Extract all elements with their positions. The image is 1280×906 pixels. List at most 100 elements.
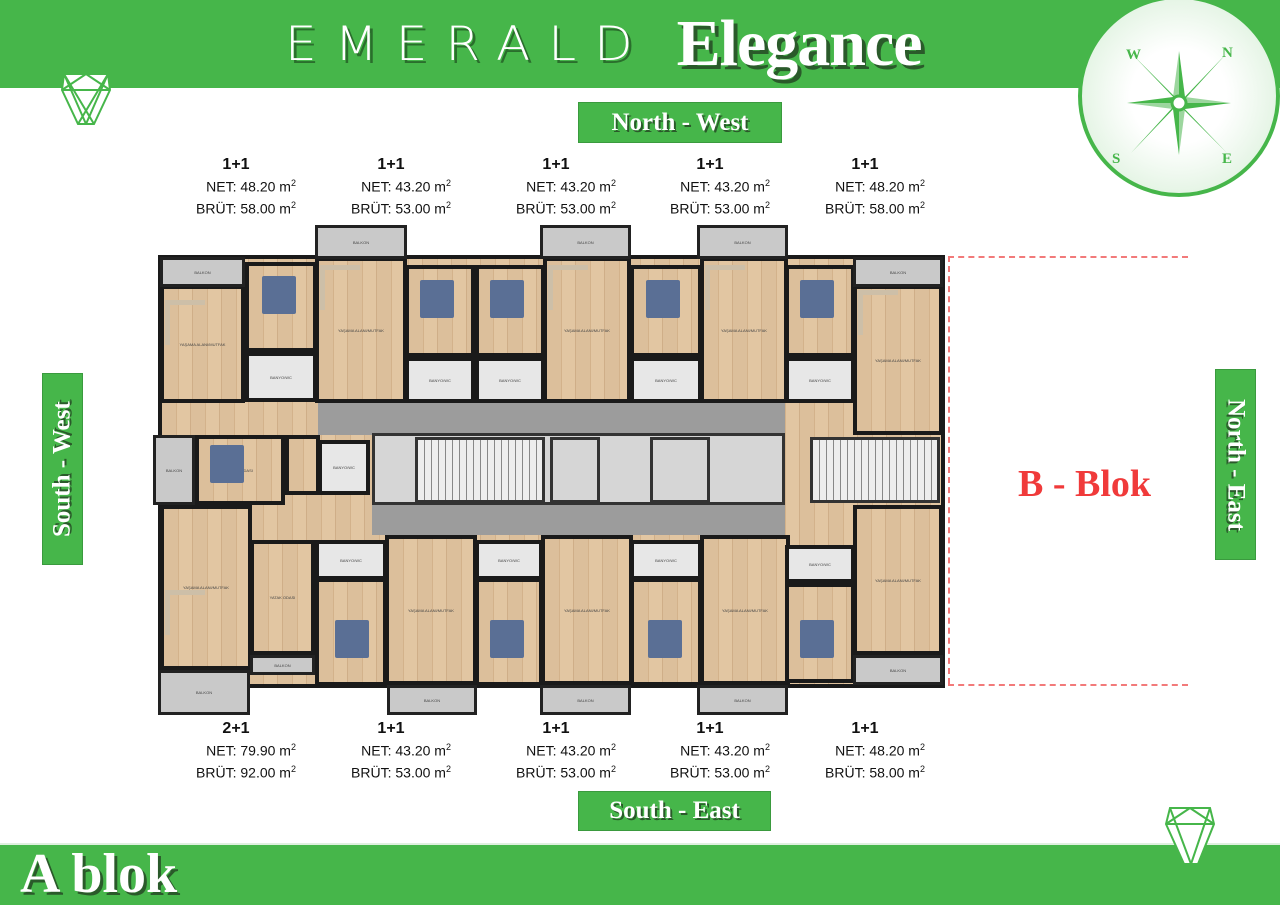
- room-balcony: BALKON: [697, 225, 788, 259]
- room-label: BANYO/WC: [809, 377, 831, 383]
- unit-type: 1+1: [377, 156, 405, 173]
- unit-net: NET: 43.20 m: [680, 178, 765, 195]
- room-label: YATAK ODASI: [807, 630, 833, 636]
- unit-net: NET: 43.20 m: [680, 742, 765, 759]
- room-label: YAŞAMA ALANI/MUTFAK: [183, 585, 229, 590]
- room-bedroom: YATAK ODASI: [475, 578, 543, 686]
- unit-label-bottom-3: 1+1 NET: 43.20 m2 BRÜT: 53.00 m2: [466, 720, 616, 781]
- bed-icon: [262, 276, 296, 314]
- room-label: BANYO/WC: [340, 557, 362, 563]
- unit-brut: BRÜT: 53.00 m: [670, 200, 765, 217]
- unit-label-top-1: 1+1 NET: 48.20 m2 BRÜT: 58.00 m2: [146, 156, 296, 217]
- unit-label-bottom-2: 1+1 NET: 43.20 m2 BRÜT: 53.00 m2: [301, 720, 451, 781]
- room-balcony: BALKON: [160, 257, 245, 287]
- room-label: BANYO/WC: [809, 561, 831, 567]
- room-label: YATAK ODASI: [427, 308, 453, 314]
- unit-net: NET: 43.20 m: [361, 742, 446, 759]
- sofa-icon: [165, 590, 205, 635]
- room-living: YAŞAMA ALANI/MUTFAK: [853, 285, 943, 435]
- room-bedroom: YATAK ODASI: [405, 265, 475, 357]
- room-bedroom: YATAK ODASI: [245, 262, 317, 352]
- room-label: BANYO/WC: [429, 377, 451, 383]
- room-bedroom: YATAK ODASI: [630, 578, 702, 686]
- room-label: YATAK ODASI: [268, 304, 294, 310]
- room-label: YAŞAMA ALANI/MUTFAK: [408, 607, 454, 613]
- core: [372, 433, 785, 505]
- room-living: YAŞAMA ALANI/MUTFAK: [160, 505, 252, 670]
- unit-brut: BRÜT: 53.00 m: [351, 764, 446, 781]
- compass-n: N: [1222, 45, 1233, 61]
- b-block-boundary-side: [948, 256, 950, 684]
- room-label: BALKON: [889, 667, 907, 673]
- room-bathroom: BANYO/WC: [315, 540, 387, 580]
- bed-icon: [800, 620, 834, 658]
- room-bathroom: BANYO/WC: [475, 357, 545, 403]
- room-bedroom: YATAK ODASI: [315, 578, 387, 686]
- room-label: YAŞAMA ALANI/MUTFAK: [564, 327, 610, 333]
- room-label: BALKON: [195, 690, 213, 695]
- room-label: BANYO/WC: [655, 557, 677, 563]
- adjacent-block-label: B - Blok: [1018, 463, 1152, 505]
- compass-w: W: [1126, 47, 1141, 63]
- room-label: YAŞAMA ALANI/MUTFAK: [564, 607, 610, 613]
- elevator-1: [550, 437, 600, 503]
- orientation-north-west: North - West: [578, 102, 782, 143]
- room-bathroom: BANYO/WC: [405, 357, 475, 403]
- room-label: BANYO/WC: [333, 465, 355, 470]
- unit-type: 1+1: [542, 720, 570, 737]
- room-balcony: BALKON: [540, 225, 631, 259]
- building-outline: [158, 255, 945, 688]
- room-living: YAŞAMA ALANI/MUTFAK: [543, 257, 631, 403]
- room-label: YATAK ODASI: [496, 629, 522, 635]
- unit-label-top-4: 1+1 NET: 43.20 m2 BRÜT: 53.00 m2: [620, 156, 770, 217]
- unit-brut: BRÜT: 58.00 m: [196, 200, 291, 217]
- bed-icon: [800, 280, 834, 318]
- room-bathroom: BANYO/WC: [630, 357, 702, 403]
- unit-type: 1+1: [696, 156, 724, 173]
- brand-title: EMERALD Elegance: [285, 4, 923, 84]
- room-living: YAŞAMA ALANI/MUTFAK: [315, 257, 407, 403]
- room-living: YAŞAMA ALANI/MUTFAK: [385, 535, 477, 685]
- room-bedroom: YATAK ODASI: [785, 583, 855, 683]
- unit-type: 1+1: [542, 156, 570, 173]
- unit-brut: BRÜT: 53.00 m: [516, 764, 611, 781]
- room-label: YATAK ODASI: [338, 629, 364, 635]
- room-label: BANYO/WC: [498, 557, 520, 563]
- b-block-boundary-bottom: [948, 684, 1188, 686]
- bed-icon: [648, 620, 682, 658]
- room-label: YATAK ODASI: [269, 595, 296, 600]
- unit-label-bottom-4: 1+1 NET: 43.20 m2 BRÜT: 53.00 m2: [620, 720, 770, 781]
- compass-s: S: [1112, 151, 1121, 167]
- unit-label-top-5: 1+1 NET: 48.20 m2 BRÜT: 58.00 m2: [775, 156, 925, 217]
- room-living: YAŞAMA ALANI/MUTFAK: [160, 285, 245, 403]
- bed-icon: [490, 620, 524, 658]
- unit-label-top-3: 1+1 NET: 43.20 m2 BRÜT: 53.00 m2: [466, 156, 616, 217]
- brand-title-emerald: EMERALD: [285, 16, 651, 72]
- room-label: BALKON: [194, 269, 211, 275]
- unit-type: 1+1: [851, 156, 879, 173]
- compass-star-icon: [1127, 51, 1231, 155]
- room-living: YAŞAMA ALANI/MUTFAK: [541, 535, 633, 685]
- room-balcony: BALKON: [853, 655, 943, 685]
- room-label: YATAK ODASI: [227, 467, 253, 473]
- room-label: BALKON: [577, 697, 594, 703]
- orientation-south-west: South - West: [42, 373, 83, 565]
- unit-net: NET: 43.20 m: [361, 178, 446, 195]
- unit-brut: BRÜT: 58.00 m: [825, 764, 920, 781]
- orientation-north-east: North - East: [1215, 369, 1256, 560]
- b-block-boundary-top: [948, 256, 1188, 258]
- unit-net: NET: 43.20 m: [526, 742, 611, 759]
- room-label: BALKON: [577, 239, 594, 245]
- unit-net: NET: 79.90 m: [206, 742, 291, 759]
- room-label: YAŞAMA ALANI/MUTFAK: [179, 341, 226, 347]
- room-label: BANYO/WC: [270, 374, 292, 380]
- room-label: YAŞAMA ALANI/MUTFAK: [875, 357, 921, 363]
- corridor-south: [372, 503, 785, 535]
- bed-icon: [420, 280, 454, 318]
- corridor-north: [318, 403, 785, 435]
- room-bedroom: YATAK ODASI: [195, 435, 285, 505]
- brand-title-elegance: Elegance: [676, 7, 923, 80]
- room-label: BALKON: [734, 239, 751, 245]
- room-bathroom: BANYO/WC: [785, 357, 855, 403]
- room-label: BANYO/WC: [499, 377, 521, 383]
